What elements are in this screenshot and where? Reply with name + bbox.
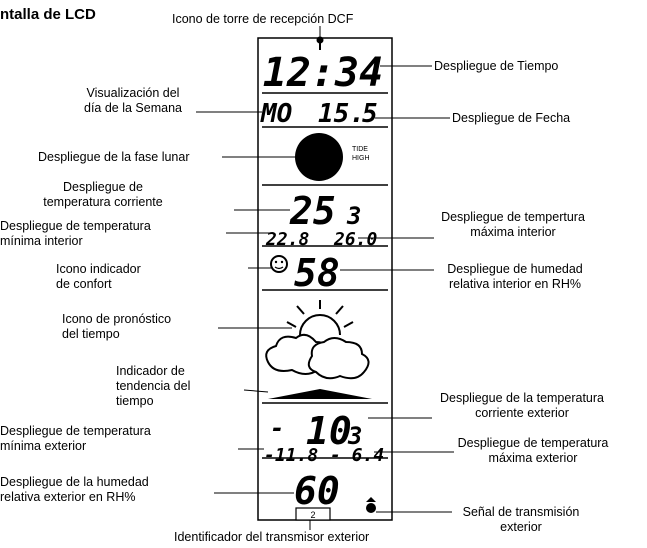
- lcd-separators: [262, 92, 388, 459]
- transmitter-id-box: [295, 507, 331, 521]
- indoor-max-temp: 26.0: [333, 229, 378, 250]
- label-transmitter-id: Identificador del transmisor exterior: [174, 530, 370, 544]
- leader-lines: [196, 26, 454, 530]
- tendency-indicator: [268, 389, 372, 399]
- outdoor-min-temp: -11.8: [264, 445, 318, 466]
- page-heading: ntalla de LCD: [0, 6, 96, 23]
- outdoor-humidity-display: 60: [294, 469, 340, 513]
- outdoor-temp-display: 10: [306, 409, 352, 453]
- indoor-min-temp: 22.8: [265, 229, 309, 250]
- indoor-temp-decimal: 3: [346, 202, 361, 230]
- tide-label: TIDE: [352, 146, 368, 153]
- label-moon-phase: Despliegue de la fase lunar: [38, 150, 190, 164]
- comfort-icon: [270, 255, 288, 273]
- indoor-humidity-display: 58: [294, 251, 340, 295]
- time-display: 12:34: [263, 50, 383, 96]
- day-display: 15.: [318, 99, 365, 129]
- indoor-temp-display: 25: [289, 189, 336, 233]
- weekday-display: MO: [260, 99, 292, 129]
- label-dcf-tower: Icono de torre de recepción DCF: [172, 12, 354, 26]
- label-time-display: Despliegue de Tiempo: [434, 59, 559, 73]
- weather-forecast-icon: [265, 300, 370, 380]
- transmission-signal-icon: [366, 497, 376, 513]
- outdoor-max-temp: - 6.4: [330, 445, 384, 466]
- outdoor-temp-sign: -: [270, 414, 284, 442]
- month-display: 5: [362, 99, 378, 129]
- transmitter-id: 2: [310, 510, 315, 520]
- moon-phase-icon: [295, 133, 343, 181]
- tide-state: HIGH: [352, 155, 370, 162]
- outdoor-temp-decimal: 3: [347, 422, 362, 450]
- label-date-display: Despliegue de Fecha: [452, 111, 571, 125]
